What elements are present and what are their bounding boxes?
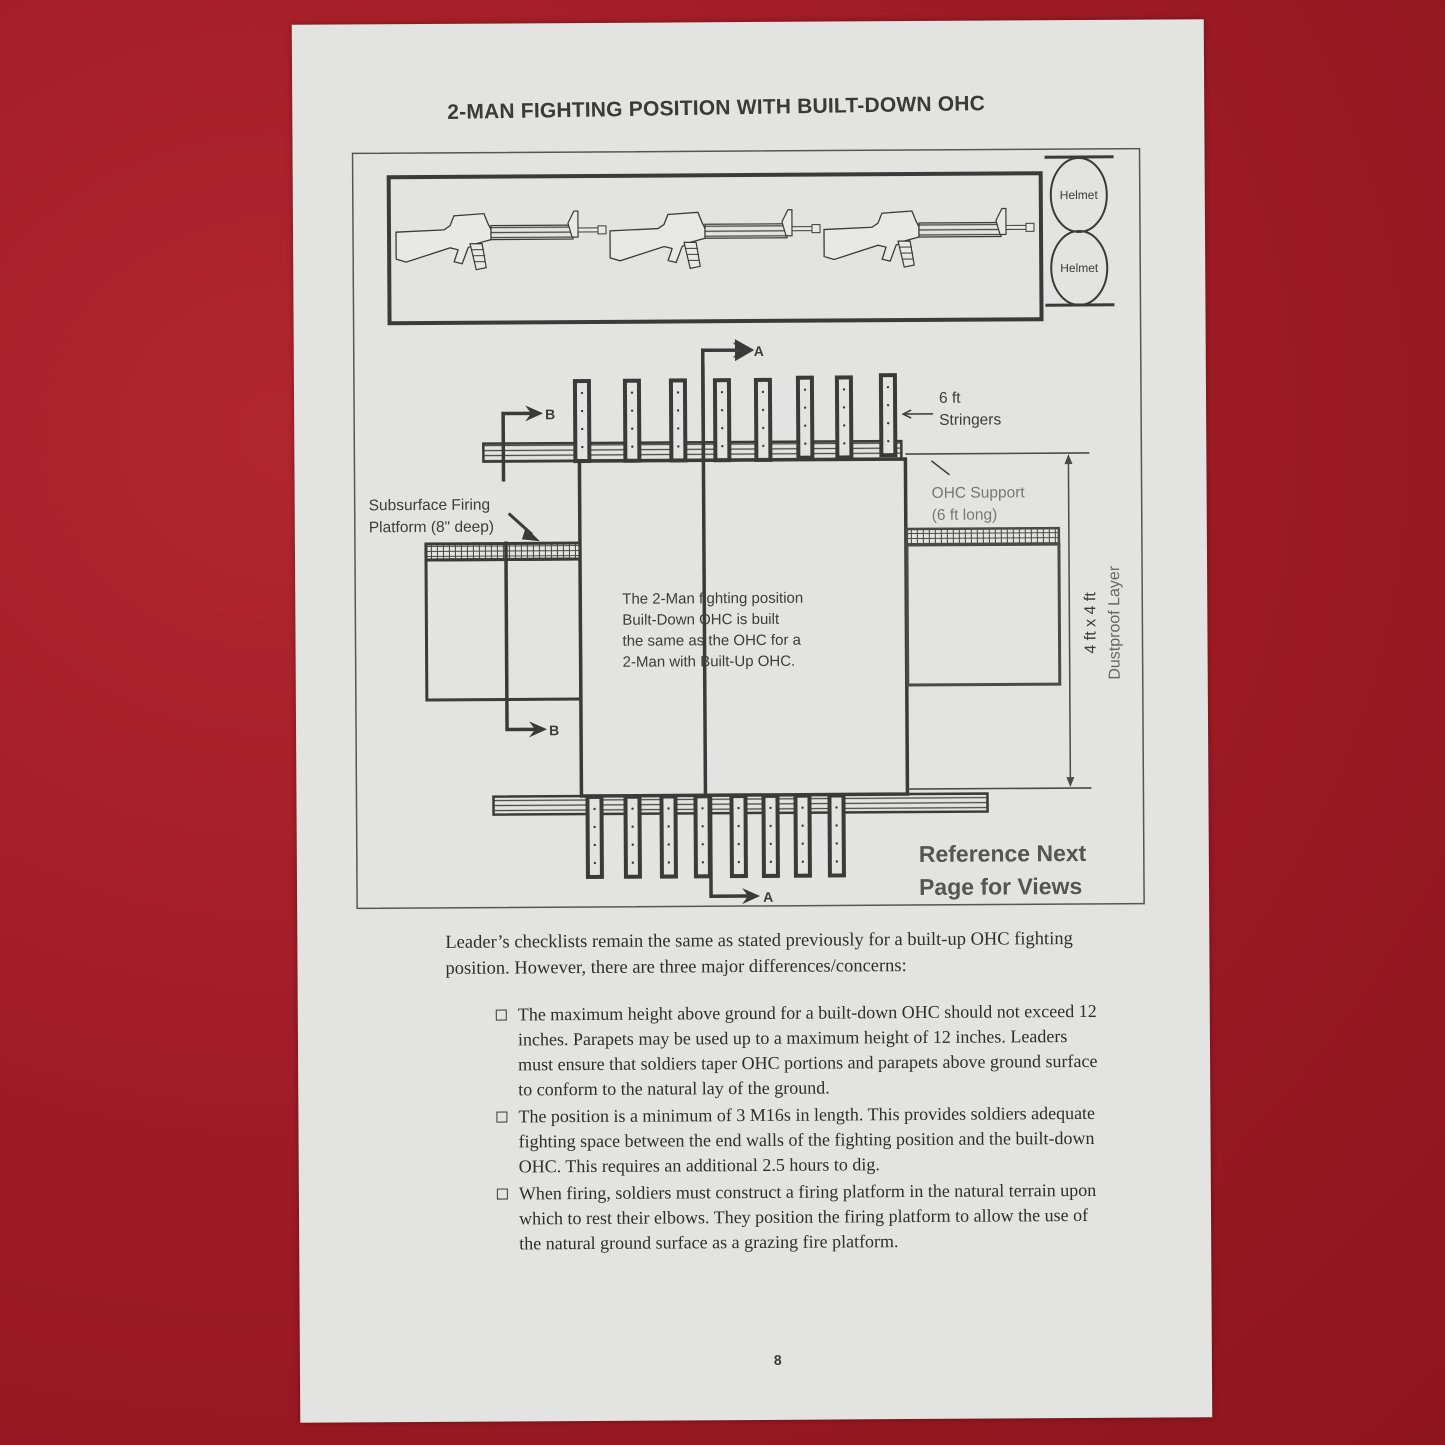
rifle-icon: [395, 207, 1035, 271]
checkbox-icon: [495, 1009, 507, 1021]
checkbox-icon: [496, 1111, 508, 1123]
svg-text:the same as the OHC for a: the same as the OHC for a: [622, 632, 801, 650]
svg-text:4 ft x 4 ft: 4 ft x 4 ft: [1082, 592, 1099, 654]
section-a-marker: A A: [700, 339, 773, 905]
differences-checklist: The maximum height above ground for a bu…: [446, 999, 1108, 1257]
svg-text:Reference Next: Reference Next: [919, 840, 1087, 867]
dustproof-callout: 4 ft x 4 ft Dustproof Layer: [1082, 565, 1124, 680]
checklist-item-text: When firing, soldiers must construct a f…: [518, 1179, 1097, 1254]
ohc-support-callout: OHC Support (6 ft long): [930, 460, 1026, 524]
helmet-label: Helmet: [1060, 188, 1099, 202]
reference-note: Reference Next Page for Views: [919, 840, 1087, 900]
page-title: 2-MAN FIGHTING POSITION WITH BUILT-DOWN …: [447, 92, 986, 124]
document-page: 2-MAN FIGHTING POSITION WITH BUILT-DOWN …: [291, 19, 1213, 1423]
page-number: 8: [773, 1351, 782, 1368]
body-text: Leader’s checklists remain the same as s…: [445, 926, 1107, 1259]
svg-text:Built-Down OHC is built: Built-Down OHC is built: [622, 611, 780, 629]
svg-text:(6 ft long): (6 ft long): [932, 506, 998, 523]
checklist-item: The position is a minimum of 3 M16s in l…: [494, 1101, 1106, 1180]
fighting-position-diagram: Helmet Helmet: [351, 147, 1147, 911]
svg-text:A: A: [763, 889, 773, 905]
intro-paragraph: Leader’s checklists remain the same as s…: [445, 929, 1073, 979]
dustproof-layer: [905, 542, 1062, 687]
svg-text:A: A: [754, 343, 764, 359]
checklist-item: When firing, soldiers must construct a f…: [495, 1178, 1107, 1257]
center-note: The 2-Man fighting position Built-Down O…: [622, 590, 803, 671]
svg-text:B: B: [545, 406, 555, 422]
svg-text:Platform (8" deep): Platform (8" deep): [369, 519, 494, 537]
stringers-callout: 6 ft Stringers: [901, 390, 1001, 429]
section-b-marker: B B: [501, 405, 559, 738]
svg-text:Page for Views: Page for Views: [919, 873, 1082, 900]
svg-text:Stringers: Stringers: [939, 411, 1001, 428]
rifle-length-box: [386, 171, 1044, 326]
subsurface-platform-callout: Subsurface Firing Platform (8" deep): [369, 497, 540, 542]
svg-text:The 2-Man fighting position: The 2-Man fighting position: [622, 590, 803, 608]
dustproof-grid: [905, 526, 1061, 547]
checklist-item-text: The maximum height above ground for a bu…: [517, 1000, 1098, 1100]
firing-platform-left: [424, 557, 583, 702]
svg-text:2-Man with Built-Up OHC.: 2-Man with Built-Up OHC.: [623, 653, 796, 671]
svg-text:Subsurface Firing: Subsurface Firing: [369, 497, 491, 515]
diagram-frame: [351, 147, 1145, 910]
helmet-icon: Helmet Helmet: [1044, 155, 1115, 307]
svg-text:Dustproof Layer: Dustproof Layer: [1106, 565, 1124, 680]
firing-platform-left-grid: [424, 541, 582, 562]
svg-text:OHC Support: OHC Support: [932, 484, 1026, 502]
checkbox-icon: [496, 1188, 508, 1200]
checklist-item: The maximum height above ground for a bu…: [494, 999, 1107, 1103]
checklist-item-text: The position is a minimum of 3 M16s in l…: [518, 1102, 1096, 1177]
helmet-label: Helmet: [1060, 261, 1099, 275]
svg-text:6 ft: 6 ft: [939, 390, 961, 407]
svg-text:B: B: [549, 722, 559, 738]
